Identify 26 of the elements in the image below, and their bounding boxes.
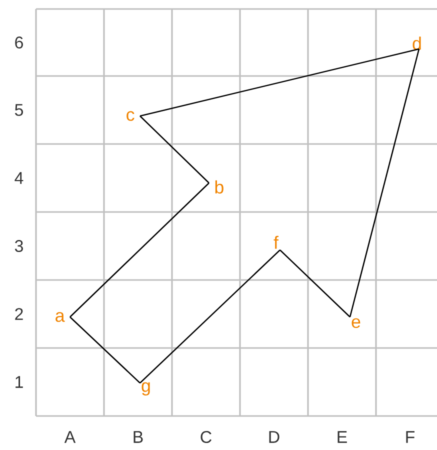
column-label: A: [64, 431, 76, 443]
polygon-side: [140, 250, 280, 384]
polygon-side: [70, 316, 140, 384]
vertex-label: d: [412, 36, 421, 50]
column-label: B: [134, 431, 143, 443]
row-label: 1: [16, 376, 23, 388]
vertex-label: e: [352, 318, 360, 328]
row-label: 5: [14, 104, 23, 116]
vertex-label: c: [126, 111, 134, 121]
polygon-side: [280, 250, 350, 318]
row-label: 3: [14, 240, 23, 252]
vertex-label: g: [142, 382, 150, 396]
vertex-label: b: [215, 180, 224, 194]
row-label: 6: [15, 36, 23, 48]
vertex-label: f: [274, 236, 279, 249]
column-label: F: [406, 431, 414, 443]
column-label: E: [338, 431, 347, 443]
row-label: 4: [14, 172, 24, 184]
polygon-side: [70, 182, 210, 318]
row-label: 2: [15, 308, 23, 320]
vertex-label: a: [56, 312, 65, 322]
column-label: D: [269, 431, 280, 443]
polygon-side: [349, 48, 420, 318]
polygon-side: [140, 116, 210, 184]
polygon-side: [140, 48, 420, 117]
column-label: C: [200, 431, 212, 443]
